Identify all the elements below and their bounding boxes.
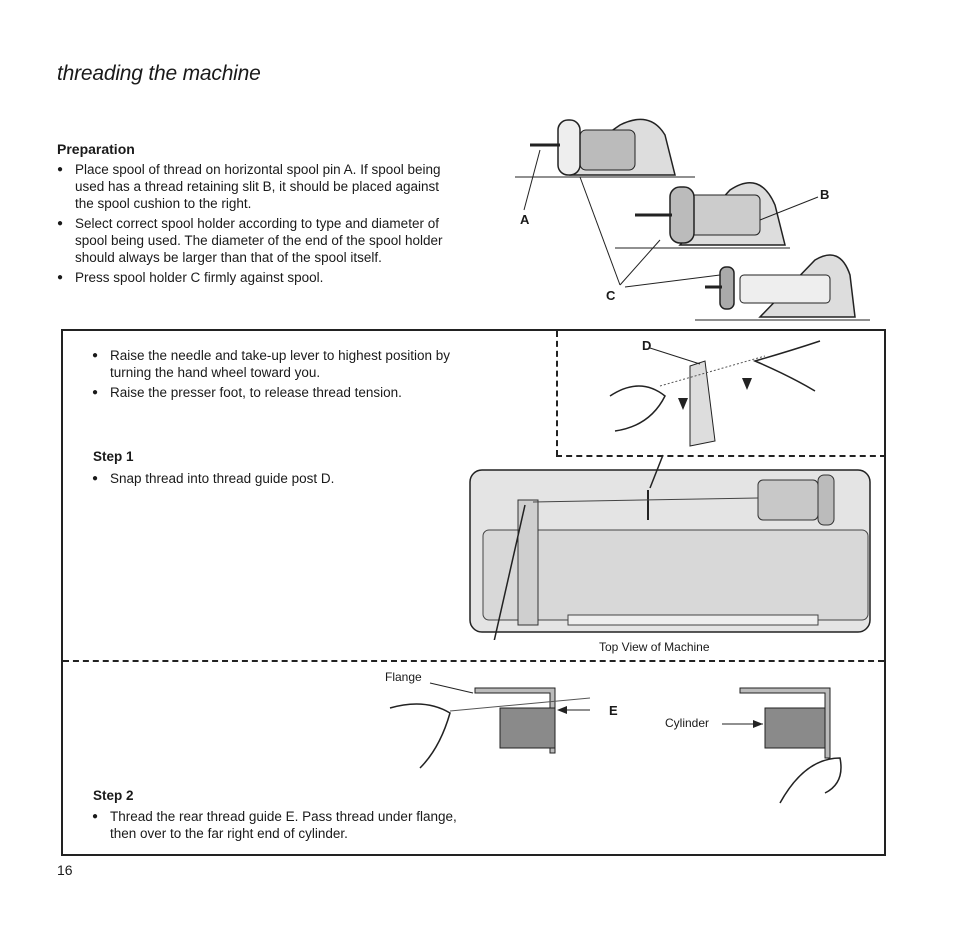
step1-heading: Step 1	[93, 449, 134, 464]
label-b: B	[820, 187, 830, 202]
list-item: Snap thread into thread guide post D.	[92, 470, 432, 487]
list-item: Thread the rear thread guide E. Pass thr…	[92, 808, 457, 842]
label-cylinder: Cylinder	[665, 716, 710, 730]
step2-heading: Step 2	[93, 788, 134, 803]
label-a: A	[520, 212, 530, 227]
spool-illustration	[515, 118, 870, 321]
list-item: Press spool holder C firmly against spoo…	[57, 269, 457, 286]
page-number: 16	[57, 862, 73, 878]
spool-holder-c-drawing	[695, 254, 870, 321]
threading-steps-box	[61, 329, 886, 856]
divider	[556, 331, 559, 456]
thread-guide-d-drawing	[609, 340, 821, 447]
list-item: Select correct spool holder according to…	[57, 215, 457, 266]
spool-pin-a-drawing	[515, 118, 695, 178]
list-item: Raise the presser foot, to release threa…	[92, 384, 454, 401]
page-title: threading the machine	[57, 62, 261, 85]
list-item: Place spool of thread on horizontal spoo…	[57, 161, 457, 212]
label-e: E	[609, 703, 618, 718]
label-d: D	[642, 338, 652, 353]
label-c: C	[606, 288, 616, 303]
divider	[556, 455, 886, 458]
spool-slit-b-drawing	[615, 182, 790, 249]
intro-list: Raise the needle and take-up lever to hi…	[92, 347, 454, 404]
divider	[63, 660, 884, 663]
list-item: Raise the needle and take-up lever to hi…	[92, 347, 454, 381]
preparation-list: Place spool of thread on horizontal spoo…	[57, 161, 457, 289]
top-view-machine-drawing	[469, 454, 871, 640]
top-view-caption: Top View of Machine	[599, 640, 710, 654]
label-flange: Flange	[385, 670, 422, 684]
step1-list: Snap thread into thread guide post D.	[92, 470, 432, 490]
step2-drawings	[389, 682, 842, 804]
preparation-heading: Preparation	[57, 141, 135, 157]
step2-list: Thread the rear thread guide E. Pass thr…	[92, 808, 457, 845]
